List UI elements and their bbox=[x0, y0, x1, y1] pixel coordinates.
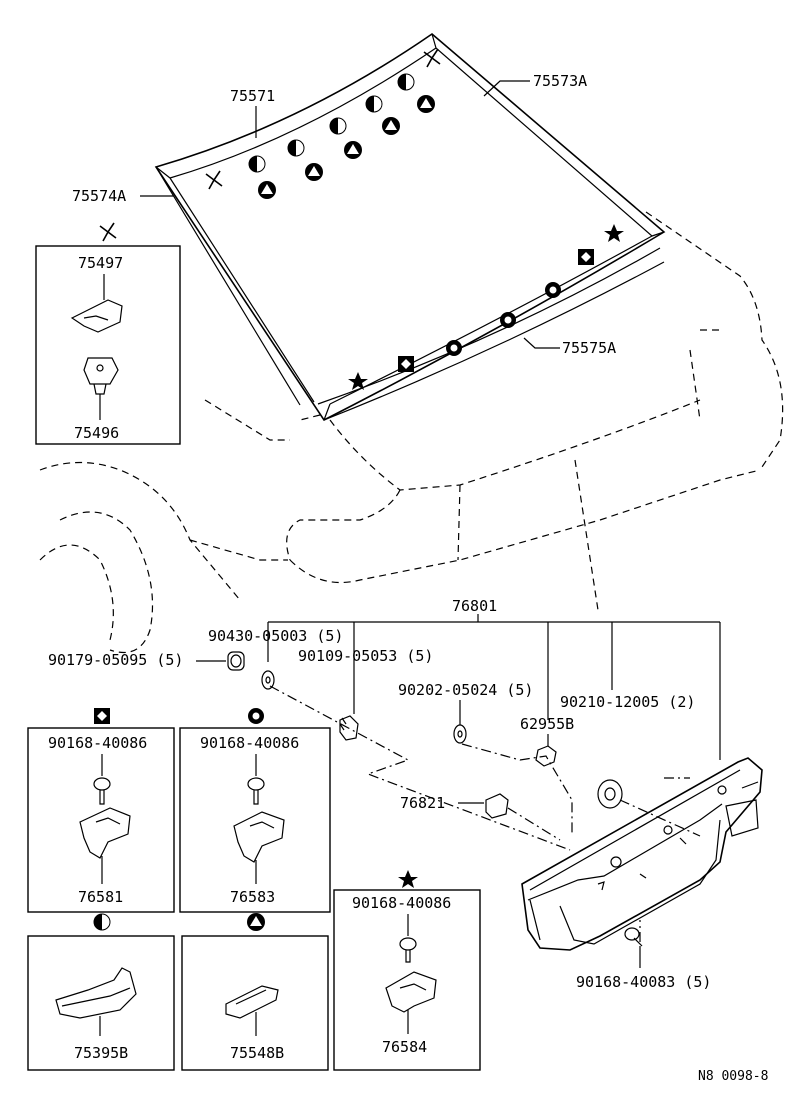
half-circle-icon bbox=[93, 913, 111, 931]
ring-icon bbox=[446, 340, 462, 356]
triangle-icon bbox=[305, 163, 323, 181]
inset-box-pinwheel: 75497 75496 bbox=[35, 222, 181, 445]
ring-icon bbox=[248, 708, 264, 724]
inset-ring-screw-label: 90168-40086 bbox=[200, 734, 299, 752]
inset-half-circle-clip-label: 75395B bbox=[74, 1044, 128, 1062]
screw-icon bbox=[247, 777, 265, 805]
half-circle-icon bbox=[287, 139, 305, 157]
diamond-icon bbox=[578, 249, 594, 265]
part-label-90202: 90202-05024 (5) bbox=[398, 681, 533, 699]
inset-star-clip-label: 76584 bbox=[382, 1038, 427, 1056]
part-label-75575a: 75575A bbox=[562, 339, 616, 357]
washer-90202 bbox=[453, 724, 467, 744]
triangle-icon bbox=[258, 181, 276, 199]
inset-diamond-clip-label: 76581 bbox=[78, 888, 123, 906]
triangle-icon bbox=[247, 913, 265, 931]
screw-icon bbox=[93, 777, 111, 805]
inset-ring-clip-label: 76583 bbox=[230, 888, 275, 906]
part-label-90168-40083: 90168-40083 (5) bbox=[576, 973, 711, 991]
triangle-icon bbox=[344, 141, 362, 159]
pinwheel-icon bbox=[205, 170, 223, 190]
star-icon bbox=[348, 372, 368, 390]
triangle-icon bbox=[417, 95, 435, 113]
inset-star-screw-label: 90168-40086 bbox=[352, 894, 451, 912]
star-icon bbox=[604, 224, 624, 242]
back-door-garnish bbox=[521, 757, 763, 951]
part-label-62955b: 62955B bbox=[520, 715, 574, 733]
inset-box-ring: 90168-40086 76583 bbox=[179, 708, 331, 913]
back-window-glass bbox=[154, 32, 666, 422]
bracket-76821 bbox=[485, 793, 509, 819]
inset-box-half-circle: 75395B bbox=[27, 913, 175, 1071]
diamond-icon bbox=[94, 708, 110, 724]
glass-clip-markers bbox=[205, 48, 624, 390]
inset-box-star: 90168-40086 76584 bbox=[333, 870, 481, 1071]
half-circle-icon bbox=[397, 73, 415, 91]
inset-box-diamond: 90168-40086 76581 bbox=[27, 708, 175, 913]
diamond-icon bbox=[398, 356, 414, 372]
part-label-90179: 90179-05095 (5) bbox=[48, 651, 183, 669]
car-body-outline bbox=[39, 211, 784, 654]
inset-triangle-clip-label: 75548B bbox=[230, 1044, 284, 1062]
inset-diamond-screw-label: 90168-40086 bbox=[48, 734, 147, 752]
half-circle-icon bbox=[365, 95, 383, 113]
inset-box-triangle: 75548B bbox=[181, 913, 329, 1071]
part-label-75574a: 75574A bbox=[72, 187, 126, 205]
ring-icon bbox=[545, 282, 561, 298]
half-circle-icon bbox=[329, 117, 347, 135]
star-icon bbox=[398, 870, 418, 888]
ring-icon bbox=[500, 312, 516, 328]
drawing-id: N8 0098-8 bbox=[698, 1069, 768, 1084]
screw-90168-40083 bbox=[624, 927, 643, 947]
screw-icon bbox=[399, 937, 417, 963]
triangle-icon bbox=[382, 117, 400, 135]
pinwheel-icon bbox=[99, 222, 117, 242]
part-label-75573a: 75573A bbox=[533, 72, 587, 90]
part-label-90109: 90109-05053 (5) bbox=[298, 647, 433, 665]
grommet-90210 bbox=[597, 779, 623, 809]
part-label-76821: 76821 bbox=[400, 794, 445, 812]
pinwheel-icon bbox=[423, 48, 441, 68]
part-label-90430: 90430-05003 (5) bbox=[208, 627, 343, 645]
hardware-callouts: 76801 90430-05003 (5) 90179-05095 (5) 90… bbox=[48, 597, 721, 991]
part-label-75571: 75571 bbox=[230, 87, 275, 105]
half-circle-icon bbox=[248, 155, 266, 173]
part-label-75496: 75496 bbox=[74, 424, 119, 442]
part-label-75497: 75497 bbox=[78, 254, 123, 272]
washer-90430 bbox=[261, 670, 275, 690]
nut-90179 bbox=[227, 651, 245, 671]
part-label-76801: 76801 bbox=[452, 597, 497, 615]
part-label-90210: 90210-12005 (2) bbox=[560, 693, 695, 711]
